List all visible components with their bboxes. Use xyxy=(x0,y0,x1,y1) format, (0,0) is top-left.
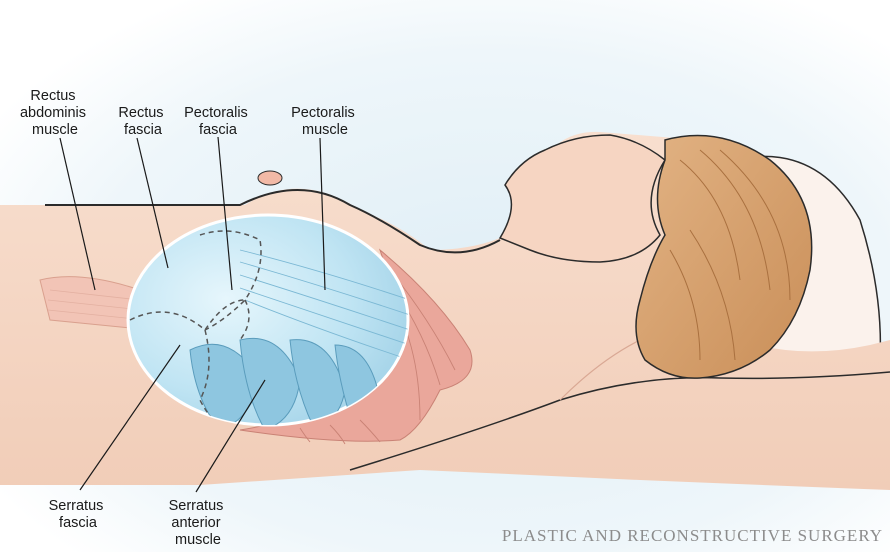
label-line: abdominis xyxy=(20,105,86,121)
nipple xyxy=(258,171,282,185)
label-line: Rectus xyxy=(118,105,163,121)
label-line: anterior xyxy=(171,515,220,531)
label-line: muscle xyxy=(175,532,221,548)
label-line: Rectus xyxy=(30,88,75,104)
label-rectus-fascia: Rectus fascia xyxy=(118,105,167,138)
label-line: Pectoralis xyxy=(291,105,355,121)
label-line: Serratus xyxy=(49,498,104,514)
label-line: fascia xyxy=(124,122,163,138)
label-line: fascia xyxy=(59,515,98,531)
journal-watermark: PLASTIC AND RECONSTRUCTIVE SURGERY xyxy=(502,526,883,545)
label-line: muscle xyxy=(302,122,348,138)
label-line: fascia xyxy=(199,122,238,138)
label-serratus-anterior-muscle: Serratus anterior muscle xyxy=(169,498,228,548)
label-line: Serratus xyxy=(169,498,224,514)
label-line: Pectoralis xyxy=(184,105,248,121)
label-line: muscle xyxy=(32,122,78,138)
